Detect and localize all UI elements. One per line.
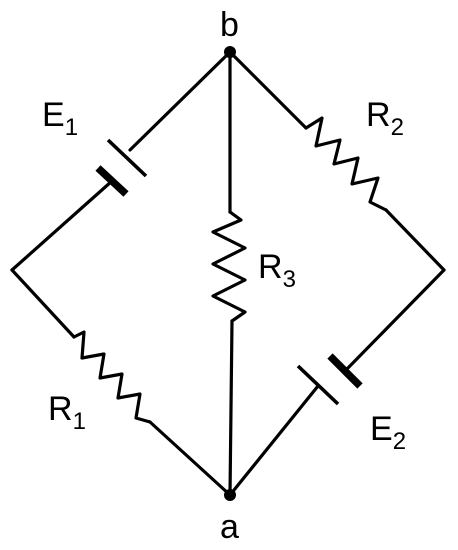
label-r2-subscript: 2 <box>390 114 404 141</box>
label-r3-subscript: 3 <box>282 266 296 293</box>
label-r2-symbol: R <box>366 96 391 134</box>
wire-b-to-r2 <box>228 50 308 130</box>
label-r1: R1 <box>48 390 86 434</box>
label-e2-symbol: E <box>370 410 393 448</box>
label-e1-symbol: E <box>42 96 65 134</box>
wire-left-corner-to-r1 <box>10 268 76 339</box>
wire-right-corner-to-e2 <box>344 268 446 372</box>
label-r1-symbol: R <box>48 390 73 428</box>
label-e2-subscript: 2 <box>392 428 407 455</box>
wire-b-to-e1 <box>128 50 232 152</box>
wire-e2-to-a <box>228 384 320 497</box>
wire-r1-to-a <box>148 420 232 497</box>
label-e1-subscript: 1 <box>64 114 79 141</box>
wire-e1-to-left-corner <box>10 179 114 272</box>
node-b-text: b <box>220 6 239 44</box>
wire-r2-to-right-corner <box>384 208 446 272</box>
node-a-dot <box>224 489 236 501</box>
label-e1: E1 <box>42 96 78 140</box>
node-label-a: a <box>220 510 239 544</box>
label-r3-symbol: R <box>258 248 283 286</box>
label-r1-subscript: 1 <box>72 408 86 435</box>
node-label-b: b <box>220 8 239 42</box>
label-r3: R3 <box>258 248 296 292</box>
label-e2: E2 <box>370 410 406 454</box>
label-r2: R2 <box>366 96 404 140</box>
resistor-r1 <box>72 330 152 424</box>
resistor-r3 <box>211 210 247 323</box>
node-a-text: a <box>220 508 239 546</box>
node-b-dot <box>224 46 236 58</box>
wire-r3-to-a <box>228 319 234 497</box>
resistor-r2 <box>304 116 388 212</box>
